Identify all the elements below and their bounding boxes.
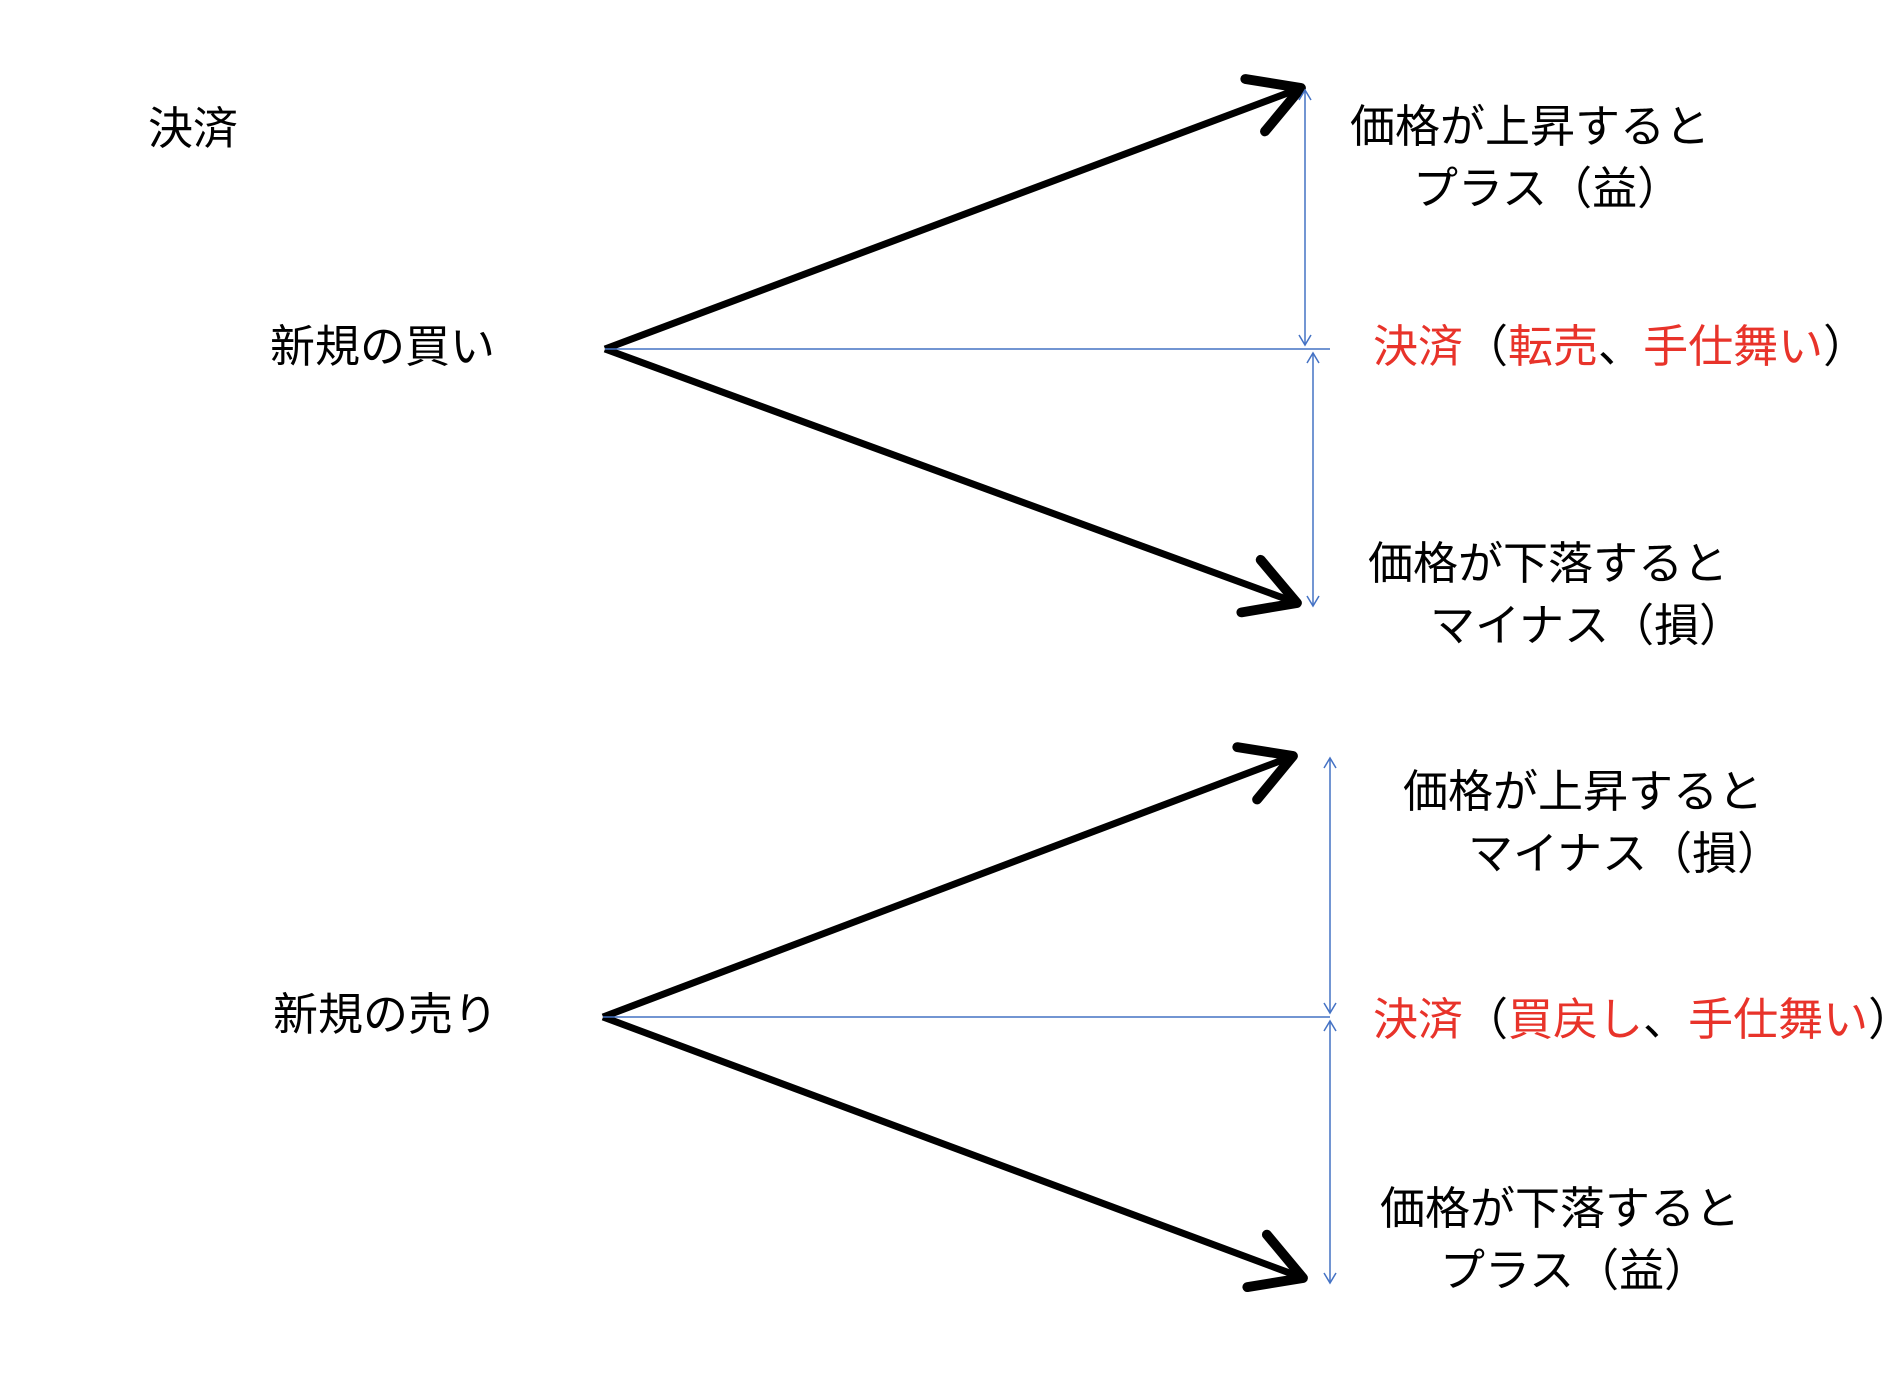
buy-up-caption-line2: プラス（益） (1413, 162, 1683, 215)
sell-settle-paren-open: （ (1463, 993, 1509, 1046)
buy-settle-sep: 、 (1598, 320, 1644, 373)
buy-down-caption-line2: マイナス（損） (1430, 599, 1745, 652)
sell-settle-closeout: 手仕舞い (1688, 993, 1869, 1046)
buy-settle-paren-close: ） (1823, 320, 1869, 373)
buy-origin-label: 新規の買い (270, 320, 496, 373)
sell-settle-caption: 決済（買戻し、手仕舞い） (1373, 991, 1892, 1049)
buy-settle-caption: 決済（転売、手仕舞い） (1373, 318, 1868, 376)
buy-down-arrow (603, 345, 1302, 618)
sell-up-arrow (601, 742, 1298, 1021)
sell-down-caption-line1: 価格が下落すると (1380, 1182, 1741, 1235)
buy-settle-resell: 転売 (1508, 320, 1599, 373)
sell-settle-paren-close: ） (1868, 993, 1892, 1046)
sell-settle-sep: 、 (1643, 993, 1689, 1046)
sell-settle-word: 決済 (1373, 993, 1464, 1046)
sell-down-arrow (601, 1013, 1308, 1293)
buy-settle-word: 決済 (1373, 320, 1464, 373)
sell-down-caption-line2: プラス（益） (1440, 1244, 1710, 1297)
sell-settle-buyback: 買戻し (1508, 993, 1644, 1046)
buy-settle-closeout: 手仕舞い (1643, 320, 1824, 373)
sell-up-caption-line2: マイナス（損） (1468, 827, 1783, 880)
buy-settle-paren-open: （ (1463, 320, 1509, 373)
buy-up-caption-line1: 価格が上昇すると (1350, 100, 1711, 153)
buy-down-caption-line1: 価格が下落すると (1368, 537, 1729, 590)
sell-up-caption-line1: 価格が上昇すると (1403, 765, 1764, 818)
sell-origin-label: 新規の売り (273, 988, 499, 1041)
diagram-title: 決済 (148, 102, 239, 155)
buy-up-arrow (603, 74, 1306, 353)
